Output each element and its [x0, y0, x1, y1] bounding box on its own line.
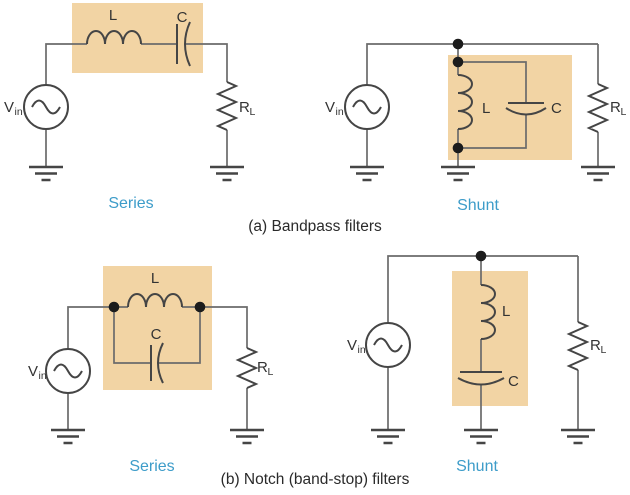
ground-icon: [441, 165, 475, 182]
junction-dot: [108, 301, 120, 313]
shunt-type-label: Shunt: [457, 197, 499, 214]
bandpass-shunt-circuit: L C V in R L Shunt: [325, 38, 627, 214]
resistor-icon: [566, 321, 590, 371]
capacitor-label: C: [551, 100, 562, 117]
source-label-sub: in: [39, 370, 47, 382]
source-label: V: [347, 337, 357, 354]
series-type-label: Series: [108, 195, 153, 212]
source-label: V: [325, 99, 335, 116]
ac-source-icon: [344, 84, 390, 130]
inductor-icon: [86, 30, 142, 45]
capacitor-icon: [150, 342, 164, 384]
capacitor-label: C: [177, 9, 188, 26]
inductor-icon: [457, 74, 473, 130]
load-label-sub: L: [268, 366, 274, 378]
ground-icon: [210, 165, 244, 182]
inductor-label: L: [482, 100, 490, 117]
load-label: R: [610, 99, 621, 116]
capacitor-label: C: [151, 326, 162, 343]
load-label-sub: L: [601, 344, 607, 356]
panel-a-caption: (a) Bandpass filters: [248, 218, 382, 235]
load-label: R: [257, 359, 268, 376]
ground-icon: [350, 165, 384, 182]
source-label: V: [28, 363, 38, 380]
wire: [67, 306, 248, 430]
source-label: V: [4, 99, 14, 116]
capacitor-icon: [457, 371, 505, 386]
resistor-icon: [235, 347, 259, 389]
ground-icon: [581, 165, 615, 182]
ground-icon: [371, 428, 405, 445]
ac-source-icon: [365, 322, 411, 368]
junction-dot: [452, 142, 464, 154]
notch-series-circuit: L C V in R L Series: [28, 266, 274, 475]
ac-source-icon: [45, 348, 91, 394]
ground-icon: [230, 428, 264, 445]
highlight-box: [72, 3, 203, 73]
series-type-label: Series: [129, 458, 174, 475]
capacitor-icon: [176, 21, 191, 67]
inductor-icon: [127, 293, 183, 308]
resistor-icon: [586, 83, 610, 133]
inductor-icon: [480, 284, 496, 340]
junction-dot: [452, 56, 464, 68]
capacitor-label: C: [508, 373, 519, 390]
wire: [45, 43, 228, 167]
resistor-icon: [215, 81, 239, 131]
load-label-sub: L: [621, 106, 627, 118]
load-label-sub: L: [250, 106, 256, 118]
shunt-type-label: Shunt: [456, 458, 498, 475]
source-label-sub: in: [15, 106, 23, 118]
ground-icon: [29, 165, 63, 182]
load-label: R: [239, 99, 250, 116]
inductor-label: L: [151, 270, 159, 287]
panel-b-caption: (b) Notch (band-stop) filters: [221, 471, 410, 488]
notch-shunt-circuit: L C V in R L Shunt: [347, 250, 607, 475]
bandpass-series-circuit: L C V in R L Series: [4, 3, 256, 212]
capacitor-icon: [505, 102, 547, 116]
ground-icon: [561, 428, 595, 445]
load-label: R: [590, 337, 601, 354]
junction-dot: [475, 250, 487, 262]
source-label-sub: in: [336, 106, 344, 118]
source-label-sub: in: [358, 344, 366, 356]
inductor-label: L: [502, 303, 510, 320]
ground-icon: [464, 428, 498, 445]
junction-dot: [194, 301, 206, 313]
wire: [387, 255, 579, 430]
ac-source-icon: [23, 84, 69, 130]
inductor-label: L: [109, 7, 117, 24]
junction-dot: [452, 38, 464, 50]
ground-icon: [51, 428, 85, 445]
